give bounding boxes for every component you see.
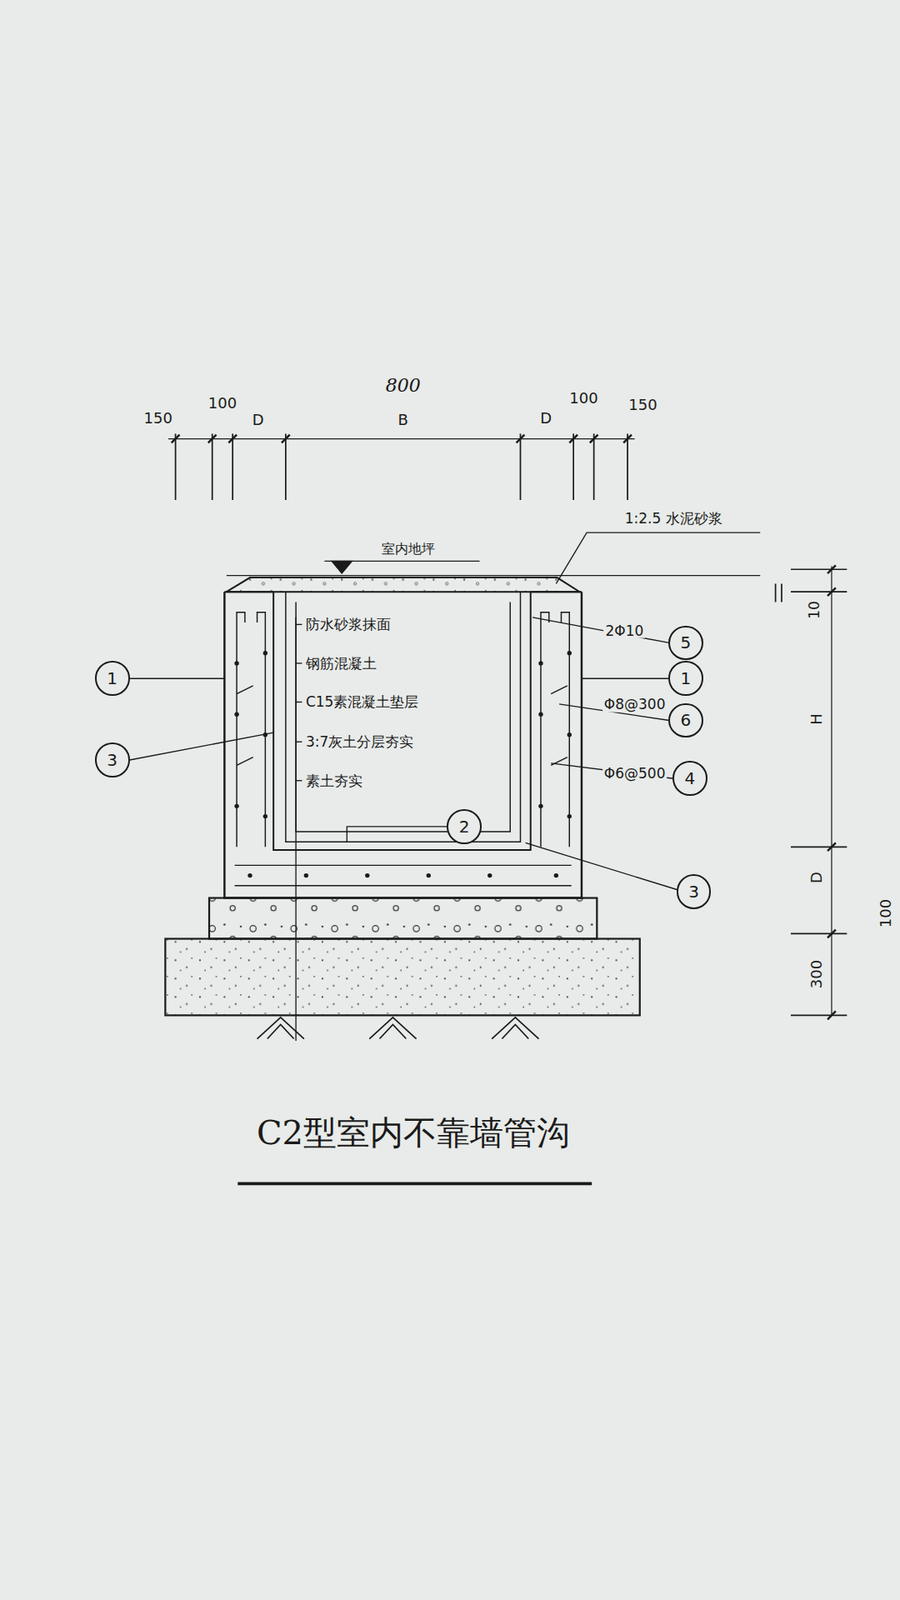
material-note: C15素混凝土垫层 — [304, 694, 421, 710]
dimension: H — [808, 711, 825, 727]
dimension: 100 — [567, 390, 600, 407]
dimension: 10 — [806, 599, 823, 621]
callout-text: 2 — [459, 818, 470, 835]
rebar-note: Φ6@500 — [602, 765, 668, 782]
callout-number: 4 — [672, 760, 708, 796]
rebar-note: Φ8@300 — [602, 696, 668, 713]
dimension: D — [808, 870, 825, 885]
callout-number: 1 — [668, 660, 704, 696]
dimension: 300 — [808, 958, 825, 990]
dimension: D — [250, 412, 266, 430]
callout-text: 4 — [684, 770, 695, 787]
dimension: 100 — [877, 897, 895, 930]
rebar-note: 2Φ10 — [603, 622, 645, 639]
caption: C2型室内不靠墙管沟 — [256, 1110, 570, 1156]
scale-note: 800 — [384, 375, 423, 396]
material-note: 防水砂浆抹面 — [304, 616, 393, 633]
dimension: D — [538, 410, 554, 427]
dimension: B — [395, 412, 410, 430]
material-note: 1:2.5 水泥砂浆 — [623, 510, 725, 527]
callout-number: 6 — [668, 703, 704, 739]
dimension: 100 — [206, 395, 239, 412]
callout-number: 3 — [676, 874, 712, 910]
material-note: 素土夯实 — [304, 772, 365, 789]
material-note: 钢筋混凝土 — [304, 655, 379, 672]
callout-text: 1 — [680, 670, 691, 687]
callout-number: 1 — [95, 660, 130, 696]
callout-text: 5 — [680, 634, 691, 651]
callout-text: 3 — [688, 883, 700, 900]
callout-number: 3 — [95, 742, 130, 778]
level-label: 室内地坪 — [380, 541, 437, 557]
callout-text: 6 — [680, 711, 691, 729]
callout-text: 1 — [106, 670, 118, 687]
callout-number: 2 — [446, 809, 482, 845]
callout-number: 5 — [668, 625, 704, 661]
callout-text: 3 — [106, 751, 118, 769]
material-note: 3:7灰土分层夯实 — [304, 734, 415, 750]
dimension: 150 — [142, 410, 175, 427]
dimension: 150 — [626, 396, 659, 414]
